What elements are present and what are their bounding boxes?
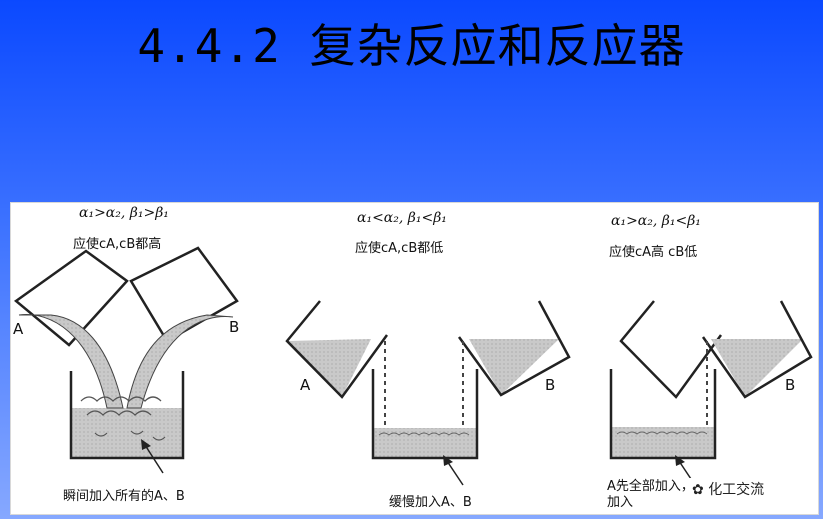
- scene3-left-tank: [619, 300, 723, 399]
- scene3-label-b: B: [785, 376, 796, 394]
- scene3-requirement: 应使cA高 cB低: [609, 245, 698, 260]
- scene3-beaker: [609, 369, 717, 460]
- scene2-condition: α₁<α₂, β₁<β₁: [357, 210, 447, 226]
- watermark-text: 化工交流: [708, 482, 765, 498]
- scene1-label-a: A: [13, 320, 24, 338]
- reactor-diagrams: [13, 246, 813, 486]
- scene3-condition: α₁>α₂, β₁<β₁: [611, 213, 701, 229]
- scene1-arrow: [141, 439, 164, 474]
- scene2-drips: [384, 341, 464, 428]
- scene1-caption: 瞬间加入所有的A、B: [63, 489, 185, 504]
- scene1-streams: [18, 314, 234, 441]
- scene2-beaker: [371, 369, 479, 460]
- scene2-left-tank: [285, 300, 389, 399]
- scene2-requirement: 应使cA,cB都低: [355, 241, 444, 256]
- scene2-right-tank: [457, 300, 571, 397]
- scene1-requirement: 应使cA,cB都高: [73, 237, 162, 252]
- diagram-panel: α₁>α₂, β₁>β₁ 应使cA,cB都高 A B 瞬间加入所有的A、B α₁…: [10, 202, 819, 515]
- slide-title: 4.4.2 复杂反应和反应器: [137, 19, 686, 73]
- scene2-label-b: B: [545, 376, 556, 394]
- scene2-caption: 缓慢加入A、B: [389, 495, 472, 510]
- scene1-beaker: [69, 371, 185, 460]
- scene1-condition: α₁>α₂, β₁>β₁: [79, 205, 169, 221]
- scene1-funnels: [13, 246, 239, 347]
- wechat-icon: ✿: [692, 482, 704, 498]
- scene3-right-tank: [701, 300, 813, 399]
- scene2-arrow: [443, 455, 464, 486]
- scene1-label-b: B: [229, 318, 240, 336]
- watermark: ✿ 化工交流: [688, 478, 769, 500]
- scene2-label-a: A: [300, 376, 311, 394]
